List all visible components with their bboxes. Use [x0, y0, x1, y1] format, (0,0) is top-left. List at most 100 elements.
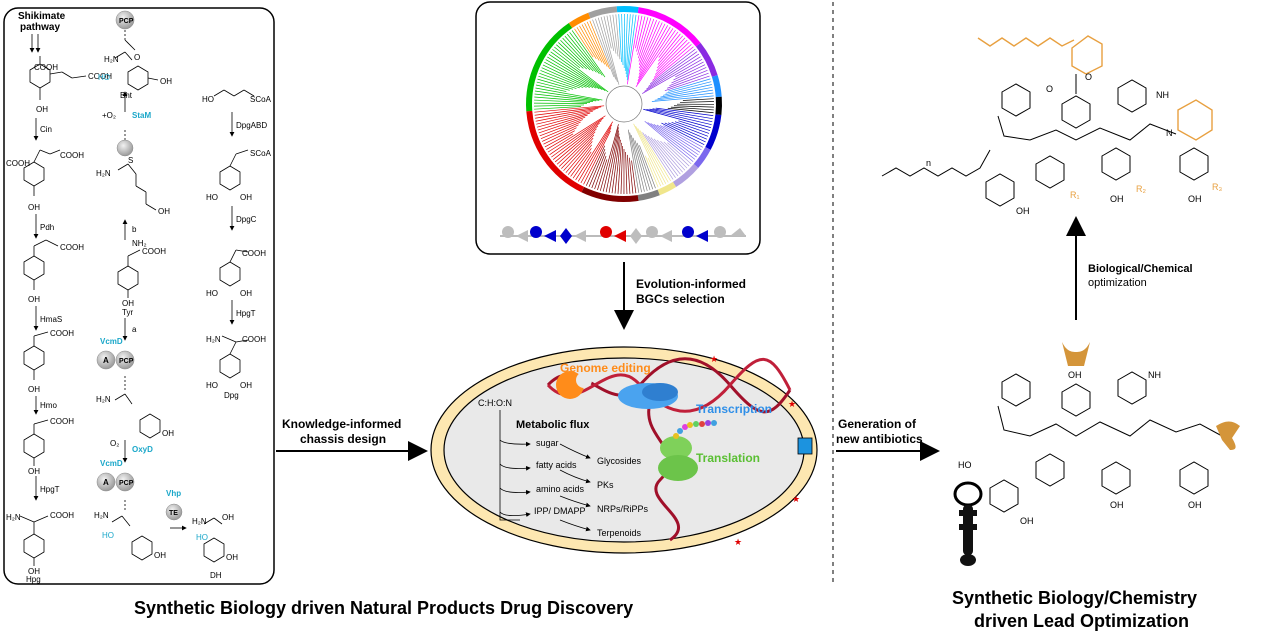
tree-branch: [538, 116, 586, 134]
generation-label-1: Generation of: [838, 417, 917, 431]
tree-branch: [670, 106, 714, 111]
attachment-site-bottom: [953, 481, 983, 566]
tree-branch: [563, 137, 594, 171]
chem-o-1: O: [134, 53, 140, 62]
tree-branch: [534, 96, 594, 102]
tree-branch: [654, 92, 714, 101]
ribosome-small: [660, 436, 692, 460]
enzyme-a: a: [132, 325, 137, 334]
tree-branch: [647, 122, 696, 160]
clade-arc: [705, 114, 722, 150]
caption-right-2: driven Lead Optimization: [974, 611, 1189, 631]
tree-branch: [570, 148, 592, 177]
tree-branch: [674, 121, 710, 134]
enzyme-o2-b: O₂: [110, 439, 119, 448]
tree-branch: [646, 108, 712, 125]
tree-branch: [637, 128, 669, 183]
tree-branch: [603, 16, 612, 49]
tree-branch: [644, 121, 694, 162]
tree-branch: [542, 124, 579, 142]
tree-branch: [597, 159, 608, 191]
clade-arc: [526, 110, 585, 193]
chem-ho-cyan-1: HO: [98, 73, 110, 82]
tree-branch: [626, 15, 640, 85]
tree-branch: [638, 19, 657, 65]
tree-branch: [534, 106, 602, 116]
tree-branch: [638, 25, 669, 78]
tree-branch: [657, 35, 683, 65]
chem-cooh-5: COOH: [50, 329, 74, 338]
tree-branch: [589, 20, 610, 69]
tree-branch: [671, 122, 709, 137]
tree-branch: [576, 27, 597, 59]
tree-branch: [535, 87, 603, 101]
struct-nh-1: NH: [1156, 90, 1169, 100]
tree-branch: [649, 108, 713, 123]
tree-branch: [575, 121, 614, 181]
tree-branch: [556, 44, 584, 69]
chem-h2n-7: H₂N: [206, 335, 221, 344]
enzyme-b: b: [132, 225, 137, 234]
output-pks: PKs: [597, 480, 614, 490]
metabolic-flux-label: Metabolic flux: [516, 419, 590, 431]
enzyme-stam: StaM: [132, 111, 151, 120]
chem-oh-9: OH: [122, 299, 134, 308]
tree-branch: [558, 42, 588, 70]
tree-branch: [633, 123, 664, 186]
tree-branch: [612, 14, 619, 57]
tree-branch: [671, 67, 707, 84]
translation-label: Translation: [696, 451, 760, 465]
enzyme-hpgt-1: HpgT: [40, 485, 60, 494]
optimization-label-2: optimization: [1088, 277, 1147, 289]
cell-membrane: [443, 357, 805, 543]
tree-branch: [567, 144, 593, 175]
tree-branch: [611, 136, 620, 194]
enzyme-vcmd-1: VcmD: [100, 337, 123, 346]
optimized-structure: [881, 35, 1213, 207]
tree-branch: [537, 78, 574, 90]
tree-branch: [653, 44, 692, 78]
tree-branch: [647, 157, 662, 187]
enzyme-dpgc: DpgC: [236, 215, 257, 224]
clade-arc: [672, 164, 699, 187]
tree-branch: [673, 64, 706, 81]
tree-branch: [534, 90, 600, 101]
tree-branch: [642, 58, 703, 94]
tree-branch: [534, 93, 597, 102]
tree-branch: [571, 30, 606, 78]
tree-branch: [667, 72, 709, 89]
tree-branch: [566, 33, 600, 74]
tree-branch: [539, 72, 580, 89]
chem-oh-6: OH: [28, 567, 40, 576]
tree-branch: [577, 124, 613, 182]
clade-arc: [693, 147, 711, 168]
chem-cooh-1: COOH: [34, 63, 58, 72]
tree-branch: [679, 101, 714, 103]
chem-oh-7: OH: [160, 77, 172, 86]
tree-branch: [629, 157, 634, 194]
tree-branch: [668, 78, 711, 92]
chem-h2n-1: H₂N: [6, 513, 21, 522]
bgc-module-strip: [500, 226, 746, 244]
tree-branch: [650, 123, 697, 158]
tree-branch: [653, 138, 683, 173]
knowledge-label-1: Knowledge-informed: [282, 417, 401, 431]
tree-branch: [656, 139, 686, 171]
chem-oh-1: OH: [36, 105, 48, 114]
tree-branch: [660, 140, 688, 169]
tree-branch: [636, 142, 654, 190]
tree-branch: [615, 14, 621, 60]
chem-cooh-6: COOH: [50, 417, 74, 426]
tree-branch: [667, 142, 692, 165]
tree-branch: [662, 84, 712, 96]
chem-h2n-6: H₂N: [192, 517, 207, 526]
caption-left: Synthetic Biology driven Natural Product…: [134, 598, 633, 618]
tree-branch: [620, 145, 623, 194]
tree-branch: [558, 131, 596, 167]
tree-branch: [534, 99, 591, 103]
chem-oh-4: OH: [28, 385, 40, 394]
chem-cooh-7: COOH: [50, 511, 74, 520]
tree-branch: [600, 16, 620, 85]
tree-branch: [656, 39, 688, 72]
